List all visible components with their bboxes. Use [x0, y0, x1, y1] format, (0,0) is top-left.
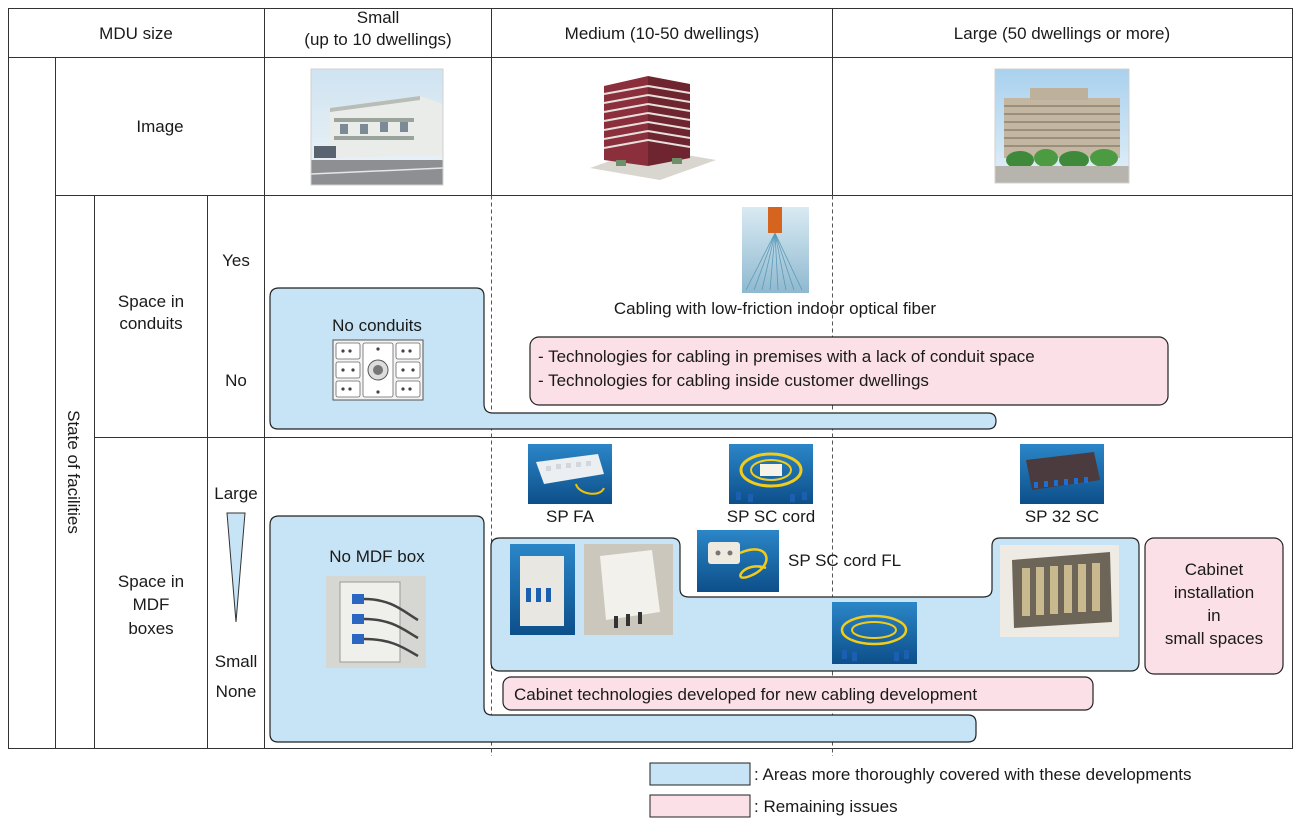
- sp-sc-cord-label: SP SC cord: [727, 507, 816, 526]
- apartment-photo-large: [994, 68, 1130, 184]
- row-label-conduits-2: conduits: [119, 314, 182, 333]
- legend-covered-label: : Areas more thoroughly covered with the…: [754, 765, 1192, 784]
- issue-conduit-line-2: - Technologies for cabling inside custom…: [538, 371, 929, 390]
- covered-area-conduits: [269, 287, 997, 430]
- cabinet-photo-left: [510, 544, 575, 635]
- remaining-issue-cabinet-tech: [502, 676, 1094, 711]
- apartment-photo-medium: [590, 76, 716, 180]
- table-grid: [8, 8, 1293, 756]
- header-small-sub: (up to 10 dwellings): [304, 30, 451, 49]
- label-yes: Yes: [222, 251, 250, 270]
- row-label-mdf-2: MDF: [133, 595, 170, 614]
- cabinet-small-line-2: installation: [1174, 583, 1254, 602]
- legend-swatch-remaining: [649, 794, 751, 818]
- splitter-photo-sp-sc-cord: [729, 444, 813, 504]
- label-large: Large: [214, 484, 257, 503]
- label-none: None: [216, 682, 257, 701]
- row-label-mdf-3: boxes: [128, 619, 173, 638]
- cabinet-photo-large: [1000, 545, 1119, 637]
- header-medium: Medium (10-50 dwellings): [565, 24, 760, 43]
- remaining-issue-conduits: [529, 336, 1169, 406]
- mdf-box-photo: [326, 576, 426, 668]
- fiber-bundle-photo: [742, 207, 809, 293]
- splitter-photo-fiber-coil: [832, 602, 917, 664]
- conduit-cross-section-icon: [332, 339, 424, 401]
- splitter-photo-sp-sc-cord-fl: [697, 530, 779, 592]
- remaining-issue-cabinet-small: [1144, 537, 1284, 675]
- header-small: Small: [357, 8, 400, 27]
- apartment-photo-small: [310, 68, 444, 186]
- issue-conduit-line-1: - Technologies for cabling in premises w…: [538, 347, 1035, 366]
- legend-swatch-covered: [649, 762, 751, 786]
- row-label-conduits-1: Space in: [118, 292, 184, 311]
- legend-remaining-label: : Remaining issues: [754, 797, 898, 816]
- no-mdf-box-label: No MDF box: [329, 547, 425, 566]
- cabinet-small-line-3: in: [1207, 606, 1220, 625]
- row-label-state: State of facilities: [64, 410, 83, 534]
- cabinet-small-line-4: small spaces: [1165, 629, 1263, 648]
- row-label-image: Image: [136, 117, 183, 136]
- row-label-mdf-1: Space in: [118, 572, 184, 591]
- label-no: No: [225, 371, 247, 390]
- cabinet-photo-mid: [584, 544, 673, 635]
- covered-area-mdf: [269, 515, 977, 743]
- size-wedge-icon: [226, 512, 246, 623]
- header-large: Large (50 dwellings or more): [954, 24, 1170, 43]
- cabinet-tech-label: Cabinet technologies developed for new c…: [514, 685, 977, 704]
- sp-sc-cord-fl-label: SP SC cord FL: [788, 551, 901, 570]
- cabinet-small-line-1: Cabinet: [1185, 560, 1244, 579]
- sp-fa-label: SP FA: [546, 507, 595, 526]
- sp-32-sc-label: SP 32 SC: [1025, 507, 1099, 526]
- splitter-photo-sp-fa: [528, 444, 612, 504]
- no-conduits-label: No conduits: [332, 316, 422, 335]
- cabling-low-friction-label: Cabling with low-friction indoor optical…: [614, 299, 937, 318]
- label-small: Small: [215, 652, 258, 671]
- splitter-photo-sp-32-sc: [1020, 444, 1104, 504]
- header-mdu-size: MDU size: [99, 24, 173, 43]
